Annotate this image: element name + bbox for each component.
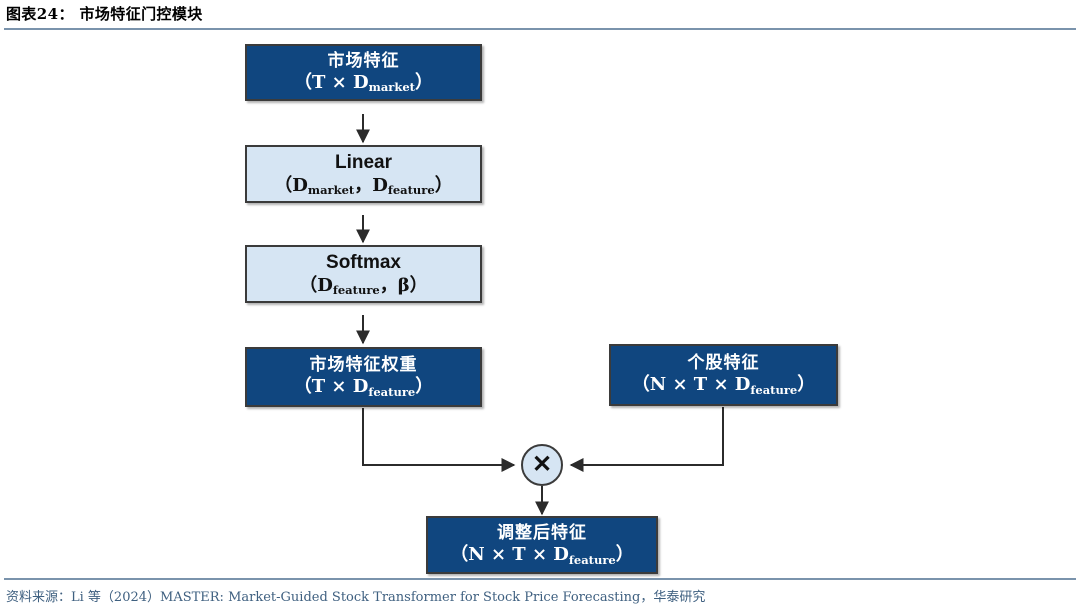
node-market-feature-shape: （T × Dmarket） xyxy=(294,71,433,95)
node-adjusted-feature-label: 调整后特征 xyxy=(497,523,587,544)
node-market-feature-weight[interactable]: 市场特征权重 （T × Dfeature） xyxy=(245,347,482,407)
node-linear-label: Linear xyxy=(334,152,393,174)
node-linear[interactable]: Linear （Dmarket，Dfeature） xyxy=(245,145,482,203)
connector-layer xyxy=(356,114,724,516)
node-market-feature-weight-label: 市场特征权重 xyxy=(309,355,418,376)
multiply-operator-node[interactable]: ✕ xyxy=(521,444,563,486)
source-note: 资料来源：Li 等（2024）MASTER: Market-Guided Sto… xyxy=(6,590,706,605)
node-market-feature-label: 市场特征 xyxy=(327,50,400,71)
footer-divider xyxy=(4,578,1076,580)
node-linear-params: （Dmarket，Dfeature） xyxy=(274,174,453,197)
node-stock-feature-shape: （N × T × Dfeature） xyxy=(631,374,816,397)
node-softmax-params: （Dfeature，β） xyxy=(299,274,428,297)
node-softmax[interactable]: Softmax （Dfeature，β） xyxy=(245,245,482,303)
node-market-feature[interactable]: 市场特征 （T × Dmarket） xyxy=(245,44,482,101)
multiply-icon: ✕ xyxy=(531,451,553,478)
node-adjusted-feature[interactable]: 调整后特征 （N × T × Dfeature） xyxy=(426,516,658,574)
flowchart-diagram: 市场特征 （T × Dmarket） Linear （Dmarket，Dfeat… xyxy=(0,31,1080,576)
page-title: 图表24： 市场特征门控模块 xyxy=(6,5,203,23)
node-stock-feature-label: 个股特征 xyxy=(687,353,760,374)
node-adjusted-feature-shape: （N × T × Dfeature） xyxy=(450,544,634,567)
node-stock-feature[interactable]: 个股特征 （N × T × Dfeature） xyxy=(609,344,838,406)
edge-stock-to-multiply xyxy=(569,407,724,472)
edge-weight-to-multiply xyxy=(362,408,516,472)
node-market-feature-weight-shape: （T × Dfeature） xyxy=(293,376,434,399)
header-divider xyxy=(4,28,1076,30)
node-softmax-label: Softmax xyxy=(326,252,401,274)
exhibit-header: 图表24： 市场特征门控模块 xyxy=(0,0,1080,31)
